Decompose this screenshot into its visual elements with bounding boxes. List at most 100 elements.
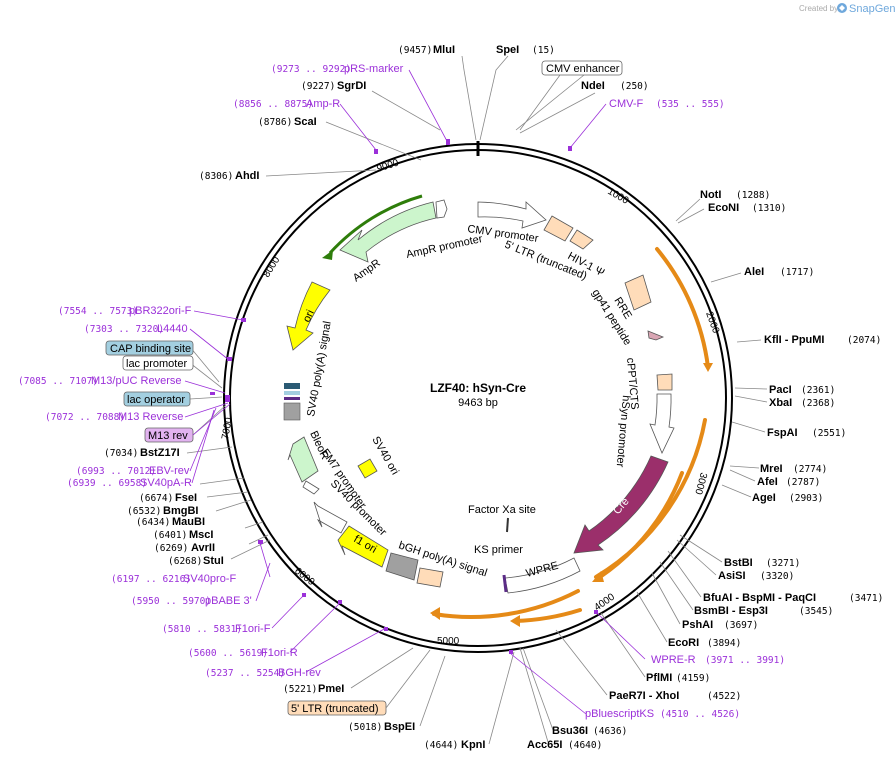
bleor-feature[interactable] — [287, 436, 319, 483]
cmv-enhancer-label: CMV enhancer — [546, 63, 620, 75]
primer-name: M13 Reverse — [118, 411, 183, 423]
site-pos: (2903) — [789, 493, 823, 504]
ks-primer-label: KS primer — [474, 544, 523, 556]
primer-pos: (7085 .. 7107) — [18, 376, 98, 387]
tick-6000: 6000 — [292, 566, 317, 589]
sv40-polya-block[interactable] — [284, 383, 300, 389]
site-name: Bsu36I — [552, 725, 588, 737]
site-pos: (4159) — [676, 673, 710, 684]
site-name: AleI — [744, 266, 764, 278]
site-pos: (3320) — [760, 571, 794, 582]
site-name: AhdI — [235, 170, 259, 182]
site-name: MluI — [433, 44, 455, 56]
site-labels: (9457) MluI SpeI (15) (9227) SgrDI NdeI … — [104, 44, 883, 751]
tick-9000: 9000 — [376, 157, 401, 174]
snapgene-logo-icon — [837, 3, 847, 13]
site-pos: (6532) — [127, 506, 161, 517]
site-pos: (9457) — [398, 45, 432, 56]
ltr-truncated-box-label: 5' LTR (truncated) — [291, 703, 378, 715]
site-pos: (2551) — [812, 428, 846, 439]
rre-feature[interactable] — [624, 274, 652, 311]
primer-name: M13/pUC Reverse — [91, 375, 181, 387]
sv40-promoter-feature[interactable] — [313, 501, 348, 534]
site-name: NotI — [700, 189, 721, 201]
site-name: BstBI — [724, 557, 753, 569]
tick-3000: 3000 — [692, 471, 708, 496]
site-name: KpnI — [461, 739, 485, 751]
site-pos: (6269) — [154, 543, 188, 554]
primer-name: F1ori-F — [235, 623, 271, 635]
ltr5-feature[interactable] — [543, 215, 574, 242]
primer-name: SV40pro-F — [183, 573, 236, 585]
site-pos: (3471) — [849, 593, 883, 604]
site-name: AsiSI — [718, 570, 746, 582]
site-name: ScaI — [294, 116, 317, 128]
primer-pos: (6993 .. 7012) — [76, 466, 156, 477]
primer-name: pRS-marker — [344, 63, 404, 75]
f1-gray-feature[interactable] — [385, 552, 419, 581]
primer-name: EBV-rev — [149, 465, 190, 477]
site-pos: (3894) — [707, 638, 741, 649]
primer-pos: (7554 .. 7573) — [58, 306, 138, 317]
site-pos: (15) — [532, 45, 555, 56]
em7-feature[interactable] — [302, 480, 320, 495]
primer-pos: (9273 .. 9292) — [271, 64, 351, 75]
site-pos: (6401) — [153, 530, 187, 541]
primer-pos: (7072 .. 7088) — [45, 412, 125, 423]
site-pos: (3697) — [724, 620, 758, 631]
site-name: PmeI — [318, 683, 344, 695]
site-pos: (5221) — [283, 684, 317, 695]
site-pos: (4644) — [424, 740, 458, 751]
cre-feature[interactable] — [573, 455, 669, 554]
primer-pos: (7303 .. 7320) — [84, 324, 164, 335]
tick-8000: 8000 — [261, 255, 282, 280]
site-name: BspEI — [384, 721, 415, 733]
primer-name: CMV-F — [609, 98, 644, 110]
m13-block[interactable] — [284, 397, 300, 400]
site-pos: (1288) — [736, 190, 770, 201]
gray-block[interactable] — [283, 402, 301, 421]
site-pos: (2074) — [847, 335, 881, 346]
site-pos: (2361) — [801, 385, 835, 396]
site-leader-lines — [186, 55, 768, 745]
site-name: MauBI — [172, 516, 205, 528]
map-title: LZF40: hSyn-Cre — [430, 381, 526, 395]
hsyn-label: hSyn promoter — [614, 395, 632, 468]
ampr-promoter-feature[interactable] — [435, 199, 448, 219]
site-pos: (6674) — [139, 493, 173, 504]
ori-feature[interactable] — [286, 281, 331, 351]
primer-name: Amp-R — [306, 98, 340, 110]
wpre-feature[interactable] — [504, 557, 581, 594]
tick-5000: 5000 — [437, 636, 460, 647]
cmv-promoter-feature[interactable] — [477, 201, 547, 229]
bgh-feature[interactable] — [416, 567, 444, 588]
tick-7000: 7000 — [220, 416, 235, 440]
ampr-promoter-label: AmpR promoter — [405, 233, 484, 261]
factor-xa-feature[interactable] — [506, 517, 509, 533]
sv40-ori-feature[interactable] — [357, 458, 378, 479]
site-pos: (2368) — [801, 398, 835, 409]
hiv-psi-feature[interactable] — [569, 229, 594, 250]
site-pos: (250) — [620, 81, 649, 92]
site-name: PacI — [769, 384, 792, 396]
site-name: BstZ17I — [140, 447, 180, 459]
site-pos: (4640) — [568, 740, 602, 751]
primer-labels: (9273 .. 9292) pRS-marker (8856 .. 8875)… — [18, 63, 785, 720]
gp41-feature[interactable] — [647, 330, 665, 341]
primer-pos: (6197 .. 6216) — [111, 574, 191, 585]
site-name: MscI — [189, 529, 213, 541]
site-pos: (7034) — [104, 448, 138, 459]
site-pos: (8786) — [258, 117, 292, 128]
cppt-feature[interactable] — [656, 373, 673, 391]
lac-promoter-label: lac promoter — [126, 358, 187, 370]
primer-pos: (5600 .. 5619) — [188, 648, 268, 659]
primer-marks — [210, 139, 598, 654]
lac-op-block[interactable] — [284, 391, 300, 395]
site-pos: (9227) — [301, 81, 335, 92]
primer-pos: (535 .. 555) — [656, 99, 725, 110]
f1-ori-feature[interactable] — [337, 525, 389, 568]
hsyn-promoter-feature[interactable] — [649, 393, 675, 454]
primer-pos: (5237 .. 5254) — [205, 668, 285, 679]
site-name: AgeI — [752, 492, 776, 504]
ampr-feature[interactable] — [339, 201, 437, 263]
